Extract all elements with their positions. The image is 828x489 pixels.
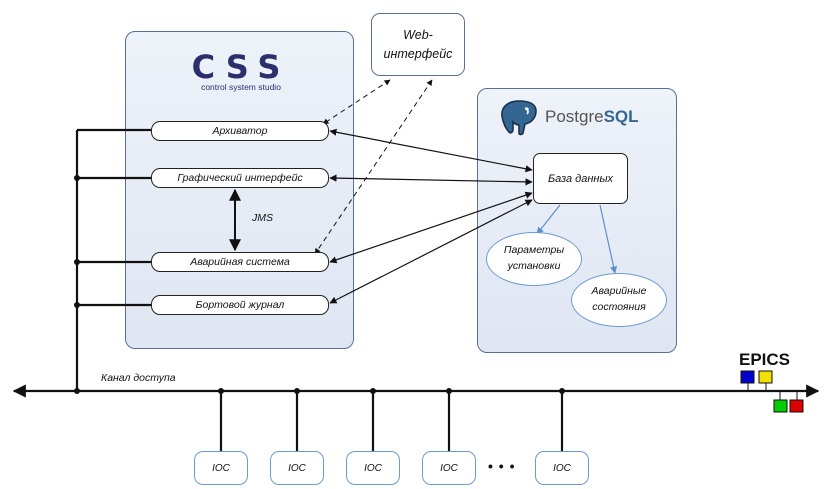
- db-archiver-arrow: [329, 128, 533, 173]
- bus-junction: [74, 302, 80, 308]
- access-channel-label: Канал доступа: [101, 372, 176, 384]
- web-archiver-dashed-arrow: [322, 79, 391, 125]
- alarm-states-line2: состояния: [592, 301, 646, 313]
- web-interface-box: Web- интерфейс: [371, 13, 465, 76]
- bus-junction: [74, 388, 80, 394]
- ioc-box: IOC: [422, 451, 476, 485]
- database-label: База данных: [547, 172, 614, 185]
- db-params-arrow: [536, 204, 561, 235]
- graphic-interface-box: Графический интерфейс: [151, 168, 329, 188]
- ioc-box: IOC: [346, 451, 400, 485]
- ioc-label: IOC: [440, 462, 458, 474]
- ioc-junction: [294, 388, 300, 394]
- css-logo: CSS control system studio: [181, 50, 301, 92]
- ioc-box: IOC: [194, 451, 248, 485]
- logbook-label: Бортовой журнал: [195, 299, 285, 311]
- ioc-junction: [370, 388, 376, 394]
- web-interface-line2: интерфейс: [383, 46, 453, 61]
- css-logo-title: CSS: [191, 48, 291, 86]
- db-graphic-arrow: [329, 174, 533, 186]
- setup-params-line2: установки: [507, 260, 561, 272]
- postgres-logo: PostgreSQL: [497, 98, 667, 136]
- db-logbook-arrow: [329, 199, 533, 304]
- archiver-box: Архиватор: [151, 121, 329, 141]
- postgres-logo-part2: SQL: [603, 107, 639, 126]
- epics-label: EPICS: [739, 350, 791, 369]
- jms-label: JMS: [252, 212, 273, 224]
- css-logo-subtitle: control system studio: [201, 82, 281, 92]
- logbook-box: Бортовой журнал: [151, 295, 329, 315]
- setup-params-cloud: Параметры установки: [486, 232, 582, 286]
- ioc-junction: [446, 388, 452, 394]
- graphic-interface-label: Графический интерфейс: [177, 172, 303, 184]
- archiver-label: Архиватор: [212, 125, 268, 137]
- web-interface-line1: Web-: [403, 27, 433, 42]
- epics-logo-icon: [740, 370, 804, 413]
- ioc-junction: [559, 388, 565, 394]
- postgres-logo-part1: Postgre: [545, 107, 604, 126]
- ioc-label: IOC: [288, 462, 306, 474]
- web-alarm-dashed-arrow: [314, 79, 433, 255]
- setup-params-line1: Параметры: [503, 244, 565, 257]
- postgres-logo-text: PostgreSQL: [545, 107, 639, 127]
- ioc-label: IOC: [553, 462, 571, 474]
- alarm-system-box: Аварийная система: [151, 252, 329, 272]
- database-box: База данных: [533, 153, 628, 204]
- ioc-junction: [218, 388, 224, 394]
- alarm-system-label: Аварийная система: [190, 256, 290, 268]
- ioc-ellipsis: • • •: [488, 458, 516, 474]
- ioc-label: IOC: [364, 462, 382, 474]
- alarm-states-cloud: Аварийные состояния: [571, 273, 667, 327]
- db-alarmstates-arrow: [599, 204, 618, 274]
- ioc-box: IOC: [535, 451, 589, 485]
- postgres-elephant-icon: [501, 100, 537, 136]
- ioc-box: IOC: [270, 451, 324, 485]
- alarm-states-line1: Аварийные: [591, 285, 647, 298]
- bus-junction: [74, 259, 80, 265]
- bus-junction: [74, 175, 80, 181]
- ioc-label: IOC: [212, 462, 230, 474]
